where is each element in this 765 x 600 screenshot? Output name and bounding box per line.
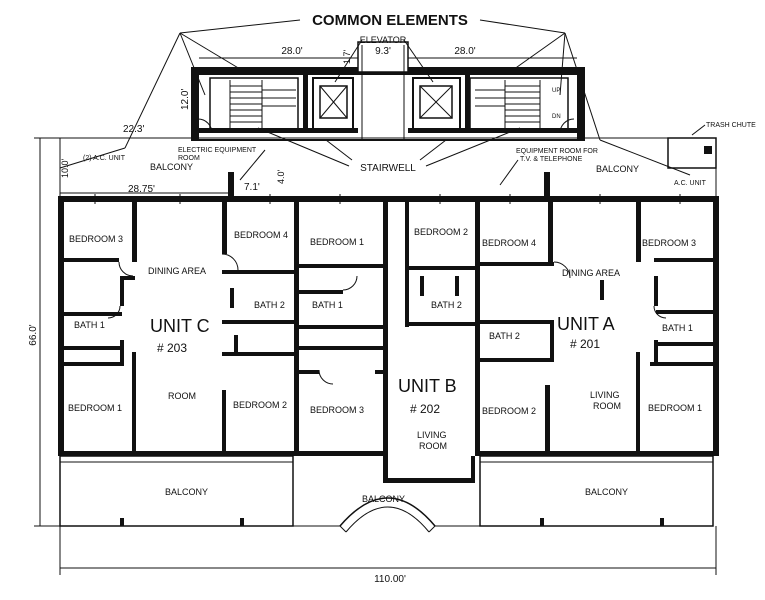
stairwell-right	[475, 80, 541, 128]
dim-stair-right: 28.0'	[454, 46, 475, 57]
unit-b-bedroom1: BEDROOM 1	[310, 237, 364, 247]
unit-b-bedroom2: BEDROOM 2	[414, 227, 468, 237]
dim-electric-width: 7.1'	[244, 182, 260, 193]
unit-c-room: ROOM	[168, 391, 196, 401]
up-label: UP	[552, 88, 560, 94]
door-swings	[107, 253, 667, 385]
dim-overall-depth: 66.0'	[28, 324, 39, 345]
unit-b-number: # 202	[410, 402, 440, 416]
unit-a-bath1: BATH 1	[662, 323, 693, 333]
core-building: UP DN	[191, 41, 585, 141]
unit-b-name: UNIT B	[398, 376, 457, 396]
dim-stair-left: 28.0'	[281, 46, 302, 57]
unit-c-name: UNIT C	[150, 316, 210, 336]
ac-unit-right-label: A.C. UNIT	[674, 180, 707, 187]
unit-c-bedroom1: BEDROOM 1	[68, 403, 122, 413]
dim-core-diag: 22.3'	[123, 124, 144, 135]
window-ticks	[94, 194, 681, 204]
unit-c-dining: DINING AREA	[148, 266, 206, 276]
electric-room-line1: ELECTRIC EQUIPMENT	[178, 147, 257, 154]
unit-a-bedroom4: BEDROOM 4	[482, 238, 536, 248]
ac-unit-left-label: (2) A.C. UNIT	[83, 155, 126, 162]
unit-a-dining: DINING AREA	[562, 268, 620, 278]
tv-room-line1: EQUIPMENT ROOM FOR	[516, 148, 598, 155]
elevator-label: ELEVATOR	[360, 35, 407, 45]
dim-overall-width: 110.00'	[374, 574, 406, 585]
unit-a-bath2: BATH 2	[489, 331, 520, 341]
unit-a-bedroom3: BEDROOM 3	[642, 238, 696, 248]
unit-a-bedroom2: BEDROOM 2	[482, 406, 536, 416]
unit-c-bedroom4: BEDROOM 4	[234, 230, 288, 240]
balcony-front-left: BALCONY	[165, 487, 208, 497]
dim-elevator-width: 9.3'	[375, 46, 391, 57]
electric-room-line2: ROOM	[178, 155, 200, 162]
unit-a-number: # 201	[570, 337, 600, 351]
unit-a-bedroom1: BEDROOM 1	[648, 403, 702, 413]
balcony-rear-right: BALCONY	[596, 164, 639, 174]
dn-label: DN	[552, 114, 561, 120]
trash-chute-label: TRASH CHUTE	[706, 122, 756, 129]
unit-b-bedroom3: BEDROOM 3	[310, 405, 364, 415]
dim-balcony-depth: 10.0'	[60, 158, 70, 178]
unit-b-living-room: ROOM	[419, 441, 447, 451]
front-balconies	[59, 455, 714, 533]
dim-electric-depth: 4.0'	[276, 169, 286, 184]
unit-a-living-room: ROOM	[593, 401, 621, 411]
dimension-lines	[34, 137, 717, 575]
unit-b-bath1: BATH 1	[312, 300, 343, 310]
unit-b-living: LIVING	[417, 430, 447, 440]
balcony-rear-left: BALCONY	[150, 162, 193, 172]
unit-c-bath1: BATH 1	[74, 320, 105, 330]
stairwell-label: STAIRWELL	[360, 163, 416, 174]
stairwell-left	[229, 80, 296, 128]
unit-c-bath2: BATH 2	[254, 300, 285, 310]
common-elements-title: COMMON ELEMENTS	[312, 12, 468, 29]
balcony-front-right: BALCONY	[585, 487, 628, 497]
balcony-front-center: BALCONY	[362, 494, 405, 504]
unit-a-name: UNIT A	[557, 314, 615, 334]
unit-c-bedroom3: BEDROOM 3	[69, 234, 123, 244]
rear-balcony	[59, 137, 717, 196]
unit-a-living: LIVING	[590, 390, 620, 400]
unit-c-number: # 203	[157, 341, 187, 355]
tv-room-line2: T.V. & TELEPHONE	[520, 156, 583, 163]
dim-stair-depth: 12.0'	[180, 89, 191, 110]
unit-b-bath2: BATH 2	[431, 300, 462, 310]
unit-c-bedroom2: BEDROOM 2	[233, 400, 287, 410]
dim-core-offset: 1.7'	[342, 49, 352, 64]
dim-left-offset: 28.75'	[128, 184, 155, 195]
main-floor-walls	[58, 196, 719, 483]
